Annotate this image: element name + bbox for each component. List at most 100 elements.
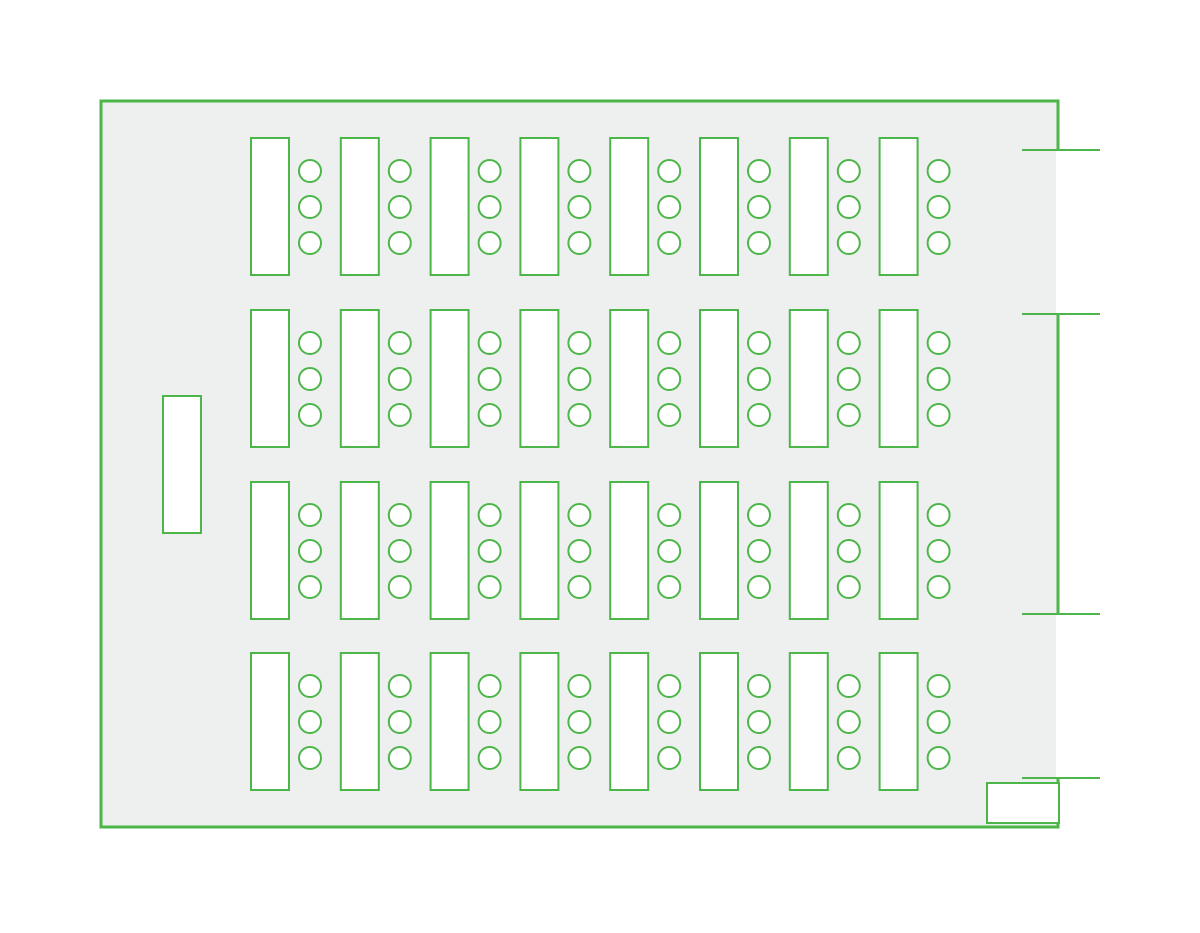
table xyxy=(339,481,380,620)
table-row xyxy=(250,309,951,448)
chair xyxy=(387,674,412,698)
chair xyxy=(387,539,412,563)
table xyxy=(429,137,470,276)
chair xyxy=(567,674,592,698)
table-group xyxy=(788,137,861,276)
table-row xyxy=(250,652,951,791)
chair xyxy=(747,710,771,734)
chair xyxy=(836,403,861,427)
table xyxy=(699,309,739,448)
table xyxy=(519,309,560,448)
chair xyxy=(298,503,322,527)
table-group xyxy=(519,137,592,276)
chair xyxy=(836,746,861,770)
table-group xyxy=(339,309,412,448)
door xyxy=(986,782,1060,824)
chair xyxy=(926,331,951,355)
chair xyxy=(387,367,412,391)
chair xyxy=(567,539,592,563)
chair xyxy=(477,539,502,563)
table-group xyxy=(699,481,771,620)
chair xyxy=(747,331,771,355)
table-group xyxy=(699,652,771,791)
table-group xyxy=(878,137,951,276)
chair xyxy=(836,231,861,255)
table xyxy=(519,137,560,276)
table xyxy=(250,481,290,620)
chair xyxy=(298,575,322,599)
chair xyxy=(836,710,861,734)
chair xyxy=(567,159,592,183)
table-group xyxy=(609,309,682,448)
chair xyxy=(836,195,861,219)
chair xyxy=(567,231,592,255)
chair xyxy=(567,710,592,734)
chair xyxy=(567,367,592,391)
chair xyxy=(926,367,951,391)
chair xyxy=(567,575,592,599)
chair xyxy=(926,539,951,563)
table xyxy=(609,652,650,791)
chair xyxy=(387,231,412,255)
chair xyxy=(747,746,771,770)
table xyxy=(250,309,290,448)
chair xyxy=(926,231,951,255)
table-group xyxy=(250,652,322,791)
chair xyxy=(567,403,592,427)
table xyxy=(429,309,470,448)
chair xyxy=(657,367,682,391)
chair xyxy=(747,503,771,527)
table-group xyxy=(519,481,592,620)
chair xyxy=(657,231,682,255)
chair xyxy=(657,403,682,427)
chair xyxy=(298,367,322,391)
table xyxy=(788,481,829,620)
wall-opening xyxy=(1056,151,1062,313)
table xyxy=(250,137,290,276)
chair xyxy=(657,195,682,219)
table xyxy=(429,652,470,791)
chair xyxy=(387,746,412,770)
table-group xyxy=(878,481,951,620)
chair xyxy=(926,159,951,183)
chair xyxy=(657,503,682,527)
table-group xyxy=(250,309,322,448)
chair xyxy=(836,674,861,698)
table-group xyxy=(429,137,502,276)
chair xyxy=(836,503,861,527)
chair xyxy=(657,575,682,599)
chair xyxy=(747,403,771,427)
table-group xyxy=(519,652,592,791)
chair xyxy=(926,710,951,734)
chair xyxy=(387,195,412,219)
table-group xyxy=(519,309,592,448)
chair xyxy=(298,331,322,355)
chair xyxy=(477,159,502,183)
chair xyxy=(926,746,951,770)
chair xyxy=(657,539,682,563)
table-group xyxy=(250,137,322,276)
table-group xyxy=(699,309,771,448)
chair xyxy=(298,231,322,255)
table-group xyxy=(339,481,412,620)
chair xyxy=(567,195,592,219)
table-group xyxy=(788,481,861,620)
chair xyxy=(477,710,502,734)
table xyxy=(519,481,560,620)
chair xyxy=(298,195,322,219)
chair xyxy=(657,746,682,770)
chair xyxy=(298,746,322,770)
chair xyxy=(836,367,861,391)
chair xyxy=(926,195,951,219)
chair xyxy=(567,746,592,770)
table-group xyxy=(429,309,502,448)
chair xyxy=(477,195,502,219)
table-row xyxy=(250,481,951,620)
table-group xyxy=(878,652,951,791)
table xyxy=(609,309,650,448)
wall-opening xyxy=(1056,615,1062,777)
table xyxy=(699,481,739,620)
chair xyxy=(477,403,502,427)
table xyxy=(339,309,380,448)
chair xyxy=(387,710,412,734)
